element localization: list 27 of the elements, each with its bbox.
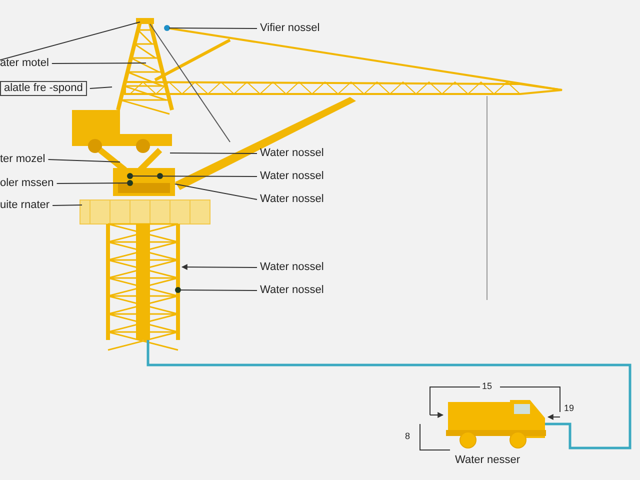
- leader-line: [174, 184, 258, 200]
- callout-label: uite rnater: [0, 199, 50, 212]
- leader-line: [130, 176, 258, 177]
- callout-label: alatle fre -spond: [0, 81, 87, 96]
- leader-line: [52, 204, 82, 206]
- leader-line: [168, 28, 258, 29]
- dimension-label: 19: [564, 402, 574, 415]
- callout-label: Water nossel: [260, 284, 324, 297]
- callout-label: ter mozel: [0, 153, 46, 166]
- leader-line: [0, 22, 140, 60]
- leader-line: [170, 152, 258, 154]
- callout-label: Water nossel: [260, 261, 324, 274]
- callout-label: oler mssen: [0, 177, 54, 190]
- callout-label: ater motel: [0, 57, 49, 70]
- leader-line: [51, 62, 146, 64]
- dimension-label: 15: [482, 380, 492, 393]
- leader-line: [48, 159, 120, 162]
- leader-line: [89, 86, 112, 89]
- caption: Water nesser: [455, 454, 520, 467]
- callout-label: Water nossel: [260, 193, 324, 206]
- leader-line: [180, 290, 258, 291]
- leader-line: [56, 182, 130, 184]
- callout-label: Water nossel: [260, 147, 324, 160]
- dimension-label: 8: [405, 430, 410, 443]
- callout-label: Water nossel: [260, 170, 324, 183]
- leader-line: [181, 264, 258, 270]
- callout-label: Vifier nossel: [260, 22, 320, 35]
